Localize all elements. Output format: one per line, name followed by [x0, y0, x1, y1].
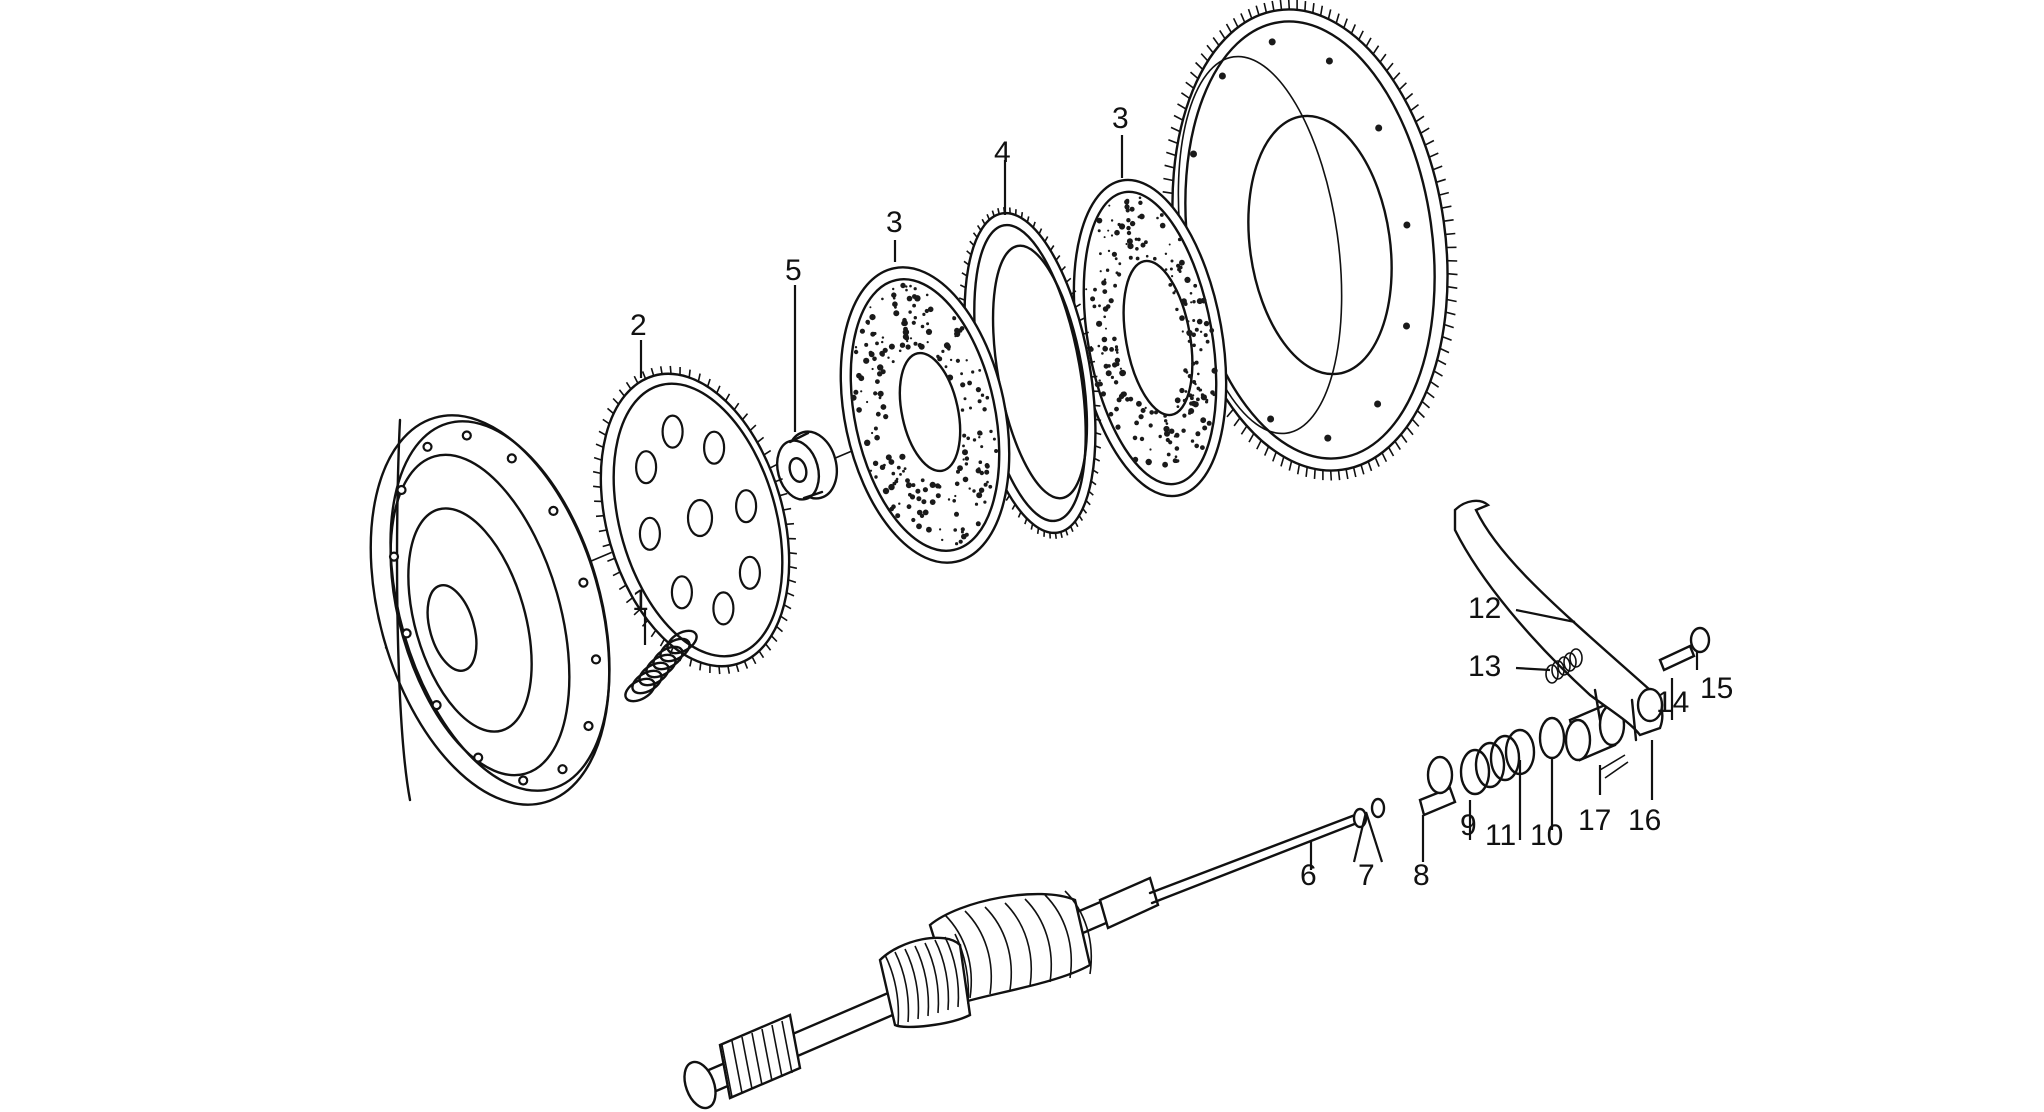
- callout-10: 10: [1530, 819, 1563, 852]
- friction-disc-right: [1072, 178, 1228, 498]
- friction-disc-left: [839, 266, 1011, 564]
- callout-12: 12: [1468, 592, 1501, 625]
- callout-labels: 1 2 3 3 4 5 6 7 8 9 10 11 12 13 14 15 16…: [630, 102, 1733, 892]
- callout-2: 2: [630, 309, 647, 342]
- callout-15: 15: [1700, 672, 1733, 705]
- callout-8: 8: [1413, 859, 1430, 892]
- small-parts: [1352, 703, 1629, 829]
- bolt-assembly: [1545, 626, 1711, 684]
- callout-9: 9: [1460, 809, 1477, 842]
- callout-11: 11: [1485, 819, 1516, 852]
- callout-5: 5: [785, 254, 802, 287]
- hub: [775, 430, 838, 501]
- callout-7: 7: [1358, 859, 1375, 892]
- flywheel-housing: [369, 414, 611, 806]
- callout-1: 1: [632, 584, 649, 617]
- callout-3b: 3: [1112, 102, 1129, 135]
- callout-3a: 3: [886, 206, 903, 239]
- callout-4: 4: [994, 136, 1011, 169]
- ring-gear: [1162, 0, 1458, 481]
- callout-13: 13: [1468, 650, 1501, 683]
- callout-17: 17: [1578, 804, 1611, 837]
- leader-lines: [639, 135, 1699, 870]
- callout-14: 14: [1656, 686, 1689, 719]
- perforated-plate: [592, 365, 798, 675]
- main-shaft: [683, 813, 1359, 1110]
- callout-6: 6: [1300, 859, 1317, 892]
- callout-16: 16: [1628, 804, 1661, 837]
- spring: [624, 629, 698, 703]
